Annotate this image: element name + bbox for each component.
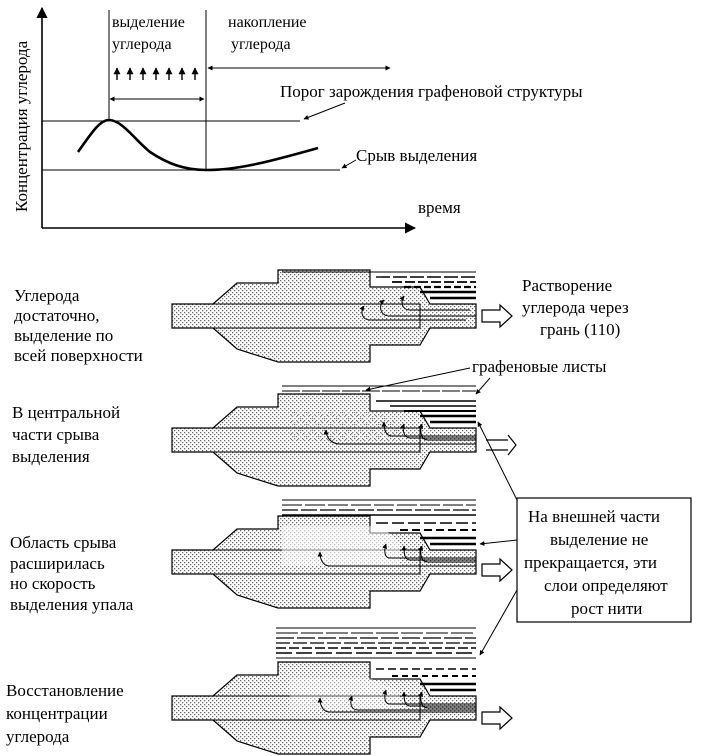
svg-text:расширилась: расширилась bbox=[10, 554, 105, 573]
stage-3-graphene-layers bbox=[282, 499, 476, 546]
stage-1-caption: Углерода достаточно, выделение по всей п… bbox=[14, 286, 143, 365]
outer-edge-note-box: На внешней части выделение не прекращает… bbox=[516, 497, 692, 623]
release-arrows bbox=[113, 67, 199, 80]
svg-text:Восстановление: Восстановление bbox=[6, 681, 124, 700]
stage-1-input-arrow bbox=[481, 303, 513, 329]
svg-text:графеновые листы: графеновые листы bbox=[472, 357, 607, 376]
svg-text:На внешней части: На внешней части bbox=[528, 507, 660, 526]
y-axis-label: Концентрация углерода bbox=[12, 40, 31, 212]
stage-2-particle bbox=[171, 385, 517, 487]
svg-text:выделения: выделения bbox=[12, 447, 90, 466]
threshold-leader bbox=[303, 102, 346, 120]
svg-text:прекращается, эти: прекращается, эти bbox=[524, 553, 657, 572]
stop-leader bbox=[341, 159, 357, 169]
x-axis-label: время bbox=[418, 198, 461, 217]
stage-1-graphene-layers bbox=[282, 271, 476, 300]
stage-3-particle bbox=[171, 499, 513, 609]
svg-text:углерода через: углерода через bbox=[522, 298, 629, 317]
stage-1-carbon-flow-arrows bbox=[359, 295, 476, 321]
svg-text:грань (110): грань (110) bbox=[540, 320, 620, 339]
stage-4-particle bbox=[171, 627, 513, 755]
svg-text:Область срыва: Область срыва bbox=[10, 533, 117, 552]
stage-2-graphene-layers bbox=[282, 385, 476, 424]
threshold-label: Порог зарождения графеновой структуры bbox=[280, 82, 583, 101]
stage-3-caption: Область срыва расширилась но скорость вы… bbox=[10, 533, 134, 614]
outer-box-leaders bbox=[477, 421, 518, 656]
dissolution-annotation: Растворение углерода через грань (110) bbox=[522, 276, 629, 339]
svg-text:Углерода: Углерода bbox=[14, 286, 80, 305]
svg-text:выделения упала: выделения упала bbox=[10, 595, 134, 614]
svg-text:достаточно,: достаточно, bbox=[14, 306, 100, 325]
svg-text:выделение по: выделение по bbox=[14, 326, 113, 345]
stop-label: Срыв выделения bbox=[356, 146, 477, 165]
stage-4-caption: Восстановление концентрации углерода bbox=[6, 681, 124, 746]
svg-text:концентрации: концентрации bbox=[6, 704, 108, 723]
svg-text:В центральной: В центральной bbox=[12, 403, 120, 422]
concentration-curve bbox=[76, 118, 319, 172]
svg-text:выделение не: выделение не bbox=[550, 530, 648, 549]
release-phase-label-2: углерода bbox=[112, 36, 172, 53]
stage-1-particle bbox=[171, 269, 513, 363]
stage-2-caption: В центральной части срыва выделения bbox=[12, 403, 120, 466]
svg-text:части срыва: части срыва bbox=[12, 425, 100, 444]
svg-text:но скорость: но скорость bbox=[10, 574, 96, 593]
stage-4-graphene-layers bbox=[276, 627, 476, 692]
svg-text:слои определяют: слои определяют bbox=[544, 576, 668, 595]
svg-text:всей поверхности: всей поверхности bbox=[14, 346, 143, 365]
graphene-sheets-annotation: графеновые листы bbox=[365, 357, 607, 395]
accumulation-phase-label-2: углерода bbox=[231, 36, 291, 53]
accumulation-phase-label-1: накопление bbox=[228, 14, 307, 31]
svg-text:рост нити: рост нити bbox=[571, 599, 642, 618]
release-phase-label-1: выделение bbox=[112, 14, 185, 31]
svg-text:Растворение: Растворение bbox=[522, 276, 612, 295]
concentration-graph: Концентрация углерода время выделение уг… bbox=[12, 6, 583, 234]
svg-text:углерода: углерода bbox=[6, 727, 70, 746]
